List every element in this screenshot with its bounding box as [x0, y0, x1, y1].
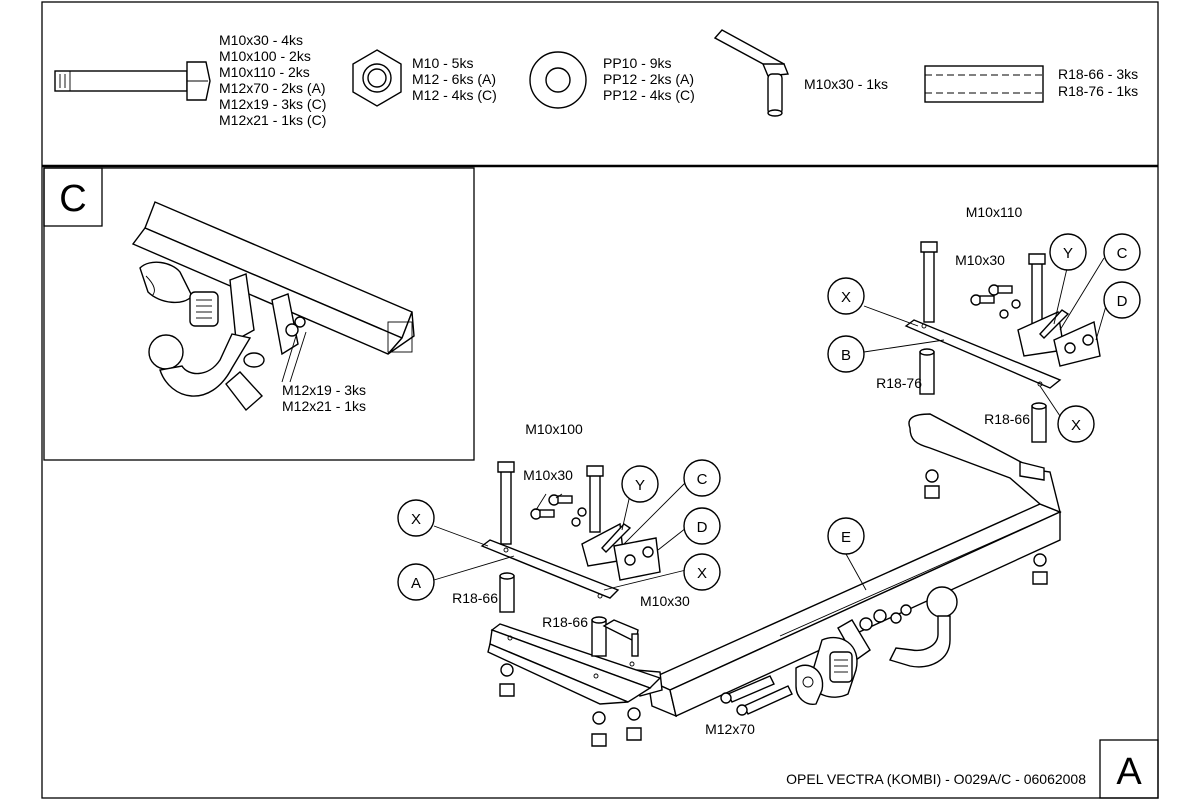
- spacer-spec-1: R18-66 - 3ks: [1058, 66, 1138, 82]
- bolt-illustration: [54, 61, 211, 101]
- label-r18-66-left-b: R18-66: [542, 614, 588, 630]
- callout-x-left-top: X: [397, 499, 435, 537]
- svg-text:X: X: [1071, 417, 1081, 434]
- nut-spec-3: M12 - 4ks (C): [412, 87, 497, 103]
- label-m10x30-right: M10x30: [955, 252, 1005, 268]
- label-m10x100: M10x100: [525, 421, 583, 437]
- svg-text:C: C: [697, 471, 708, 488]
- nut-spec-1: M10 - 5ks: [412, 55, 473, 71]
- sheet-tag: [1099, 739, 1159, 799]
- detail-c-drawing: [131, 201, 415, 412]
- bolt-spec-2: M10x100 - 2ks: [219, 48, 311, 64]
- svg-text:X: X: [697, 565, 707, 582]
- label-r18-66-right: R18-66: [984, 411, 1030, 427]
- callout-c-right: C: [1103, 233, 1141, 271]
- callout-c-left: C: [683, 459, 721, 497]
- drawing-title: OPEL VECTRA (KOMBI) - O029A/C - 06062008: [786, 771, 1086, 787]
- svg-text:E: E: [841, 529, 851, 546]
- label-m12x70: M12x70: [705, 721, 755, 737]
- leader-lines: [433, 257, 1107, 591]
- bolt-spec-6: M12x21 - 1ks (C): [219, 112, 326, 128]
- callout-d-right: D: [1103, 281, 1141, 319]
- tow-bar-assembly: [635, 413, 1062, 718]
- callout-x-left-bottom: X: [683, 553, 721, 591]
- callout-y-left: Y: [621, 465, 659, 503]
- nut-illustration: [352, 49, 402, 107]
- bolt-spec-4: M12x70 - 2ks (A): [219, 80, 326, 96]
- detail-c-tag: [43, 167, 103, 227]
- callout-x-right-top: X: [827, 277, 865, 315]
- svg-text:X: X: [411, 511, 421, 528]
- washer-illustration: [529, 51, 587, 109]
- callout-x-right-bottom: X: [1057, 405, 1095, 443]
- bolt-spec-5: M12x19 - 3ks (C): [219, 96, 326, 112]
- bracket-bolt-spec: M10x30 - 1ks: [804, 76, 888, 92]
- sheet-label: A: [1116, 751, 1142, 793]
- detail-c-callout-1: M12x19 - 3ks: [282, 382, 366, 398]
- callout-a: A: [397, 563, 435, 601]
- svg-text:Y: Y: [635, 477, 645, 494]
- bolt-spec-1: M10x30 - 4ks: [219, 32, 303, 48]
- spacer-spec-2: R18-76 - 1ks: [1058, 83, 1138, 99]
- bracket-illustration: [713, 29, 789, 117]
- callout-y-right: Y: [1049, 233, 1087, 271]
- label-m10x30-left: M10x30: [523, 467, 573, 483]
- label-r18-76: R18-76: [876, 375, 922, 391]
- svg-text:D: D: [1117, 293, 1128, 310]
- right-mounting-assembly: [904, 241, 1101, 585]
- svg-text:C: C: [1117, 245, 1128, 262]
- callout-e: E: [827, 517, 865, 555]
- label-m10x110: M10x110: [966, 204, 1023, 220]
- bolt-spec-3: M10x110 - 2ks: [219, 64, 310, 80]
- spacer-illustration: [924, 65, 1044, 103]
- washer-spec-2: PP12 - 2ks (A): [603, 71, 694, 87]
- washer-spec-3: PP12 - 4ks (C): [603, 87, 695, 103]
- svg-text:D: D: [697, 519, 708, 536]
- detail-c-callout-2: M12x21 - 1ks: [282, 398, 366, 414]
- outer-frame: [41, 1, 1159, 799]
- svg-text:Y: Y: [1063, 245, 1073, 262]
- label-m10x30-lower: M10x30: [640, 593, 690, 609]
- svg-text:X: X: [841, 289, 851, 306]
- svg-text:A: A: [411, 575, 421, 592]
- label-r18-66-left-a: R18-66: [452, 590, 498, 606]
- detail-c-label: C: [59, 178, 86, 220]
- left-mounting-assembly: [480, 461, 662, 747]
- callout-d-left: D: [683, 507, 721, 545]
- washer-spec-1: PP10 - 9ks: [603, 55, 671, 71]
- nut-spec-2: M12 - 6ks (A): [412, 71, 496, 87]
- detail-c-frame: [43, 167, 475, 461]
- svg-text:B: B: [841, 347, 851, 364]
- callout-b: B: [827, 335, 865, 373]
